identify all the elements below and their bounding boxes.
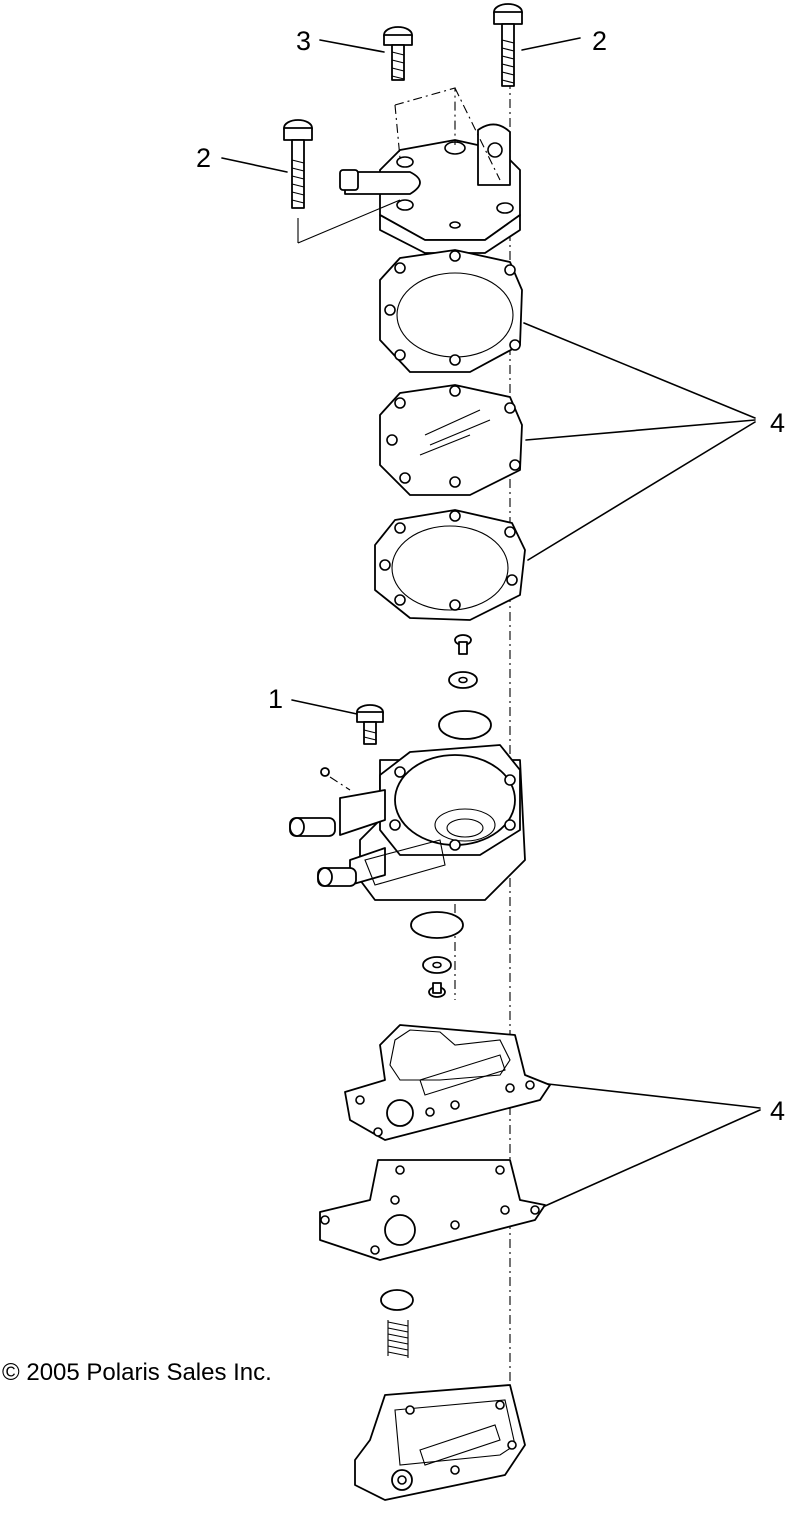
screw-1-part	[356, 704, 384, 745]
pump-bottom-cover	[354, 1384, 526, 1501]
screw-3-part	[383, 26, 413, 81]
pump-body	[289, 744, 526, 901]
lower-gasket-1	[344, 1024, 551, 1141]
screw-2-right-part	[493, 3, 523, 87]
callout-1: 1	[268, 684, 283, 714]
callout-2-left: 2	[196, 143, 211, 173]
check-valve-disc	[380, 1289, 414, 1311]
valve-retainer-upper	[448, 671, 478, 689]
callout-2-right: 2	[592, 26, 607, 56]
lower-gasket-2	[319, 1159, 546, 1261]
spring	[387, 1320, 409, 1358]
copyright-notice: © 2005 Polaris Sales Inc.	[2, 1359, 272, 1386]
valve-retainer-lower	[422, 956, 452, 974]
screw-2-left-part	[283, 119, 313, 209]
valve-screw-upper	[454, 634, 472, 655]
pump-top-cover	[297, 87, 521, 254]
callout-4-lower: 4	[770, 1096, 785, 1126]
upper-gasket-1	[379, 249, 523, 373]
upper-diaphragm	[379, 384, 523, 496]
valve-disc-lower	[410, 911, 464, 939]
valve-disc-upper	[438, 710, 492, 740]
callout-4-upper: 4	[770, 408, 785, 438]
callout-3: 3	[296, 26, 311, 56]
valve-screw-lower	[428, 982, 446, 998]
upper-gasket-2	[374, 509, 526, 621]
callout-leaders	[221, 37, 761, 1207]
